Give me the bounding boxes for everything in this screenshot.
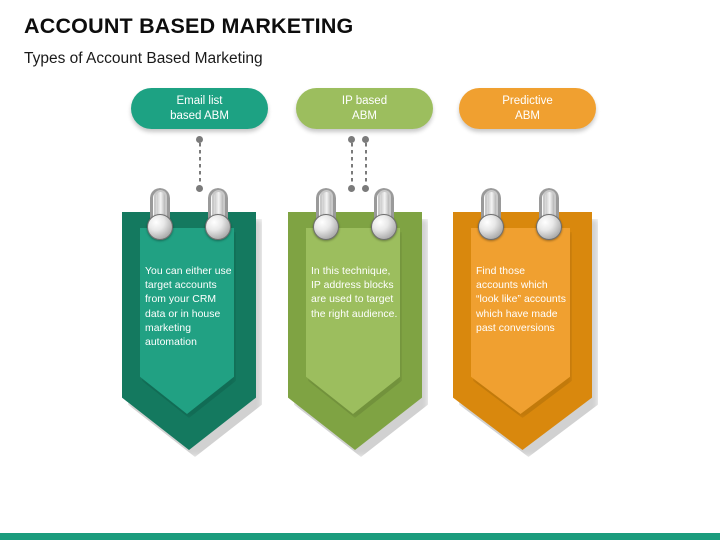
connector-dotted-line [198,143,201,185]
pill-label-line1: Predictive [502,95,553,107]
connector-dotted-line [364,143,367,185]
ring-binder-icon [478,188,504,246]
banner-email-list-based-abm[interactable]: You can either use target accounts from … [122,212,262,457]
banner-body-text: You can either use target accounts from … [145,266,232,349]
pill-label-line2: ABM [352,109,377,122]
connector-dotted-2b [362,136,369,192]
ring-arc-inner [378,190,391,222]
ring-eyelet [147,214,173,240]
connector-dotted-line [350,143,353,185]
connector-dot-top [362,136,369,143]
ring-eyelet [371,214,397,240]
ring-arc-inner [212,190,225,222]
banner-predictive-abm[interactable]: Find those accounts which “look like” ac… [453,212,598,457]
pill-ip-based-abm[interactable]: IP based ABM [296,88,433,129]
bottom-accent-bar [0,533,720,540]
ring-binder-icon [536,188,562,246]
ring-eyelet [313,214,339,240]
pill-predictive-abm[interactable]: Predictive ABM [459,88,596,129]
banner-inner-panel [471,228,570,414]
connector-dotted-1 [196,136,203,192]
ring-arc-inner [320,190,333,222]
connector-dot-bottom [196,185,203,192]
pill-label-line1: Email list [176,95,223,107]
banner-inner-panel [140,228,234,414]
ring-binder-icon [205,188,231,246]
connector-dot-bottom [348,185,355,192]
ring-binder-icon [371,188,397,246]
page-title: ACCOUNT BASED MARKETING [24,14,354,38]
connector-dotted-2a [348,136,355,192]
page-subtitle: Types of Account Based Marketing [24,50,263,67]
ring-eyelet [205,214,231,240]
pill-email-list-based-abm[interactable]: Email list based ABM [131,88,268,129]
connector-dot-top [348,136,355,143]
pill-label-line1: IP based [341,95,388,107]
ring-eyelet [536,214,562,240]
connector-dot-bottom [362,185,369,192]
ring-arc-inner [485,190,498,222]
pill-label-line2: based ABM [170,109,229,122]
ring-eyelet [478,214,504,240]
banner-body-text: Find those accounts which “look like” ac… [476,266,566,334]
banner-ip-based-abm[interactable]: In this technique, IP address blocks are… [288,212,428,457]
ring-binder-icon [147,188,173,246]
ring-arc-inner [154,190,167,222]
pill-label-line2: ABM [515,109,540,122]
connector-dot-top [196,136,203,143]
banner-body-text: In this technique, IP address blocks are… [311,266,398,320]
ring-binder-icon [313,188,339,246]
ring-arc-inner [543,190,556,222]
banner-inner-panel [306,228,400,414]
